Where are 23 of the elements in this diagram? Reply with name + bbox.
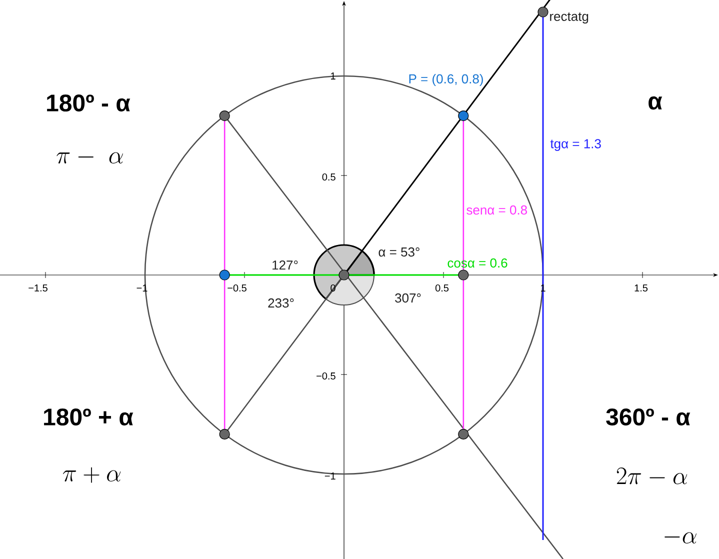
tick-label: 0.5 xyxy=(435,284,449,292)
angle-label: 127° xyxy=(272,260,298,270)
angle-expression: α xyxy=(648,96,662,110)
angle-formula: $\pi + \alpha$ xyxy=(62,467,121,483)
angle-label: 233° xyxy=(268,298,294,308)
value-label: senα = 0.8 xyxy=(466,205,527,215)
point-label: P = (0.6, 0.8) xyxy=(409,74,483,86)
angle-expression: 180º + α xyxy=(44,408,134,426)
angle-expression: 180º - α xyxy=(47,94,130,112)
angle-label: α = 53° xyxy=(378,247,420,257)
angle-label: 307° xyxy=(395,293,421,303)
tick-label: −1.5 xyxy=(28,284,48,292)
tick-label: −1 xyxy=(324,472,336,480)
angle-formula: $2\pi - \alpha$ xyxy=(616,468,688,484)
angle-expression: 360º - α xyxy=(606,408,690,426)
tick-label: 0.5 xyxy=(322,173,336,181)
tick-label: −0.5 xyxy=(316,372,336,380)
point-label: rectatg xyxy=(550,12,588,24)
tick-label: −0.5 xyxy=(228,284,246,292)
tick-label: 1.5 xyxy=(634,284,648,292)
angle-formula: $-\alpha$ xyxy=(664,532,696,544)
angle-formula: $\pi -\ \alpha$ xyxy=(56,152,123,164)
value-label: tgα = 1.3 xyxy=(550,139,601,151)
